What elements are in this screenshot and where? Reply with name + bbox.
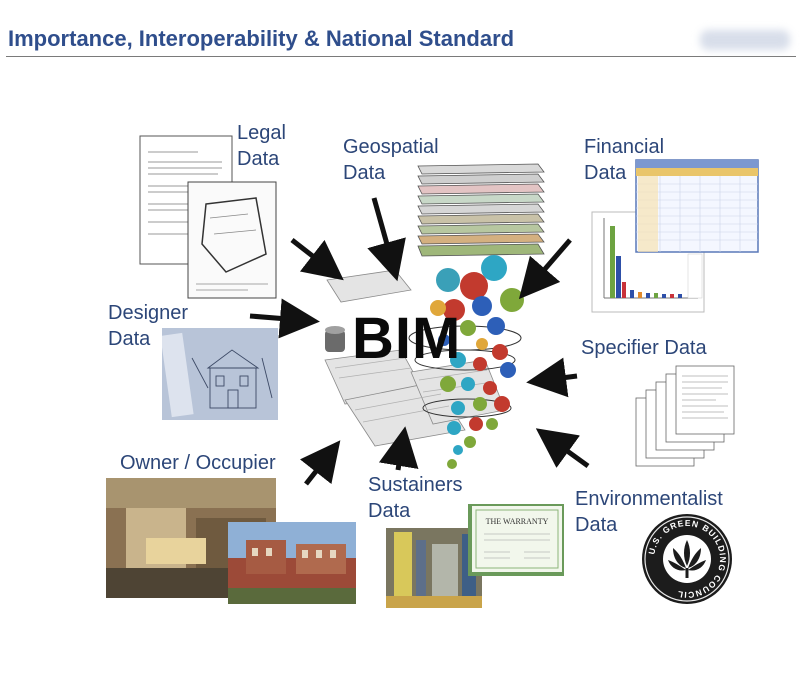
arrow-specifier xyxy=(526,357,578,398)
arrow-designer xyxy=(249,298,320,339)
title-divider xyxy=(6,56,796,57)
owner-occupier-photos xyxy=(106,478,356,604)
designer-sketch-image xyxy=(162,328,278,420)
bim-model-composite xyxy=(315,250,535,480)
arrow-owner xyxy=(299,440,341,486)
legal-documents-image xyxy=(138,134,283,302)
financial-chart-image xyxy=(590,156,762,316)
warranty-title: THE WARRANTY xyxy=(486,517,549,526)
arrow-environmentalist xyxy=(535,428,590,469)
data-spheres-cluster xyxy=(418,252,528,472)
arrow-geospatial xyxy=(367,197,406,282)
db-cylinder-icon xyxy=(325,330,345,352)
bim-center-label: BIM xyxy=(352,306,462,371)
sustainers-images: THE WARRANTY xyxy=(386,504,564,608)
geospatial-layers-image xyxy=(410,158,548,268)
usgbc-seal: U.S. GREEN BUILDING COUNCIL xyxy=(640,512,734,606)
specifier-data-label: Specifier Data xyxy=(581,337,707,359)
arrow-legal xyxy=(290,238,344,281)
specifier-documents-image xyxy=(632,362,742,470)
page-title: Importance, Interoperability & National … xyxy=(8,26,515,51)
blurred-logo xyxy=(700,30,790,50)
owner-occupier-label: Owner / Occupier xyxy=(120,452,276,474)
arrow-financial xyxy=(518,238,572,300)
arrow-sustainers xyxy=(378,426,419,471)
